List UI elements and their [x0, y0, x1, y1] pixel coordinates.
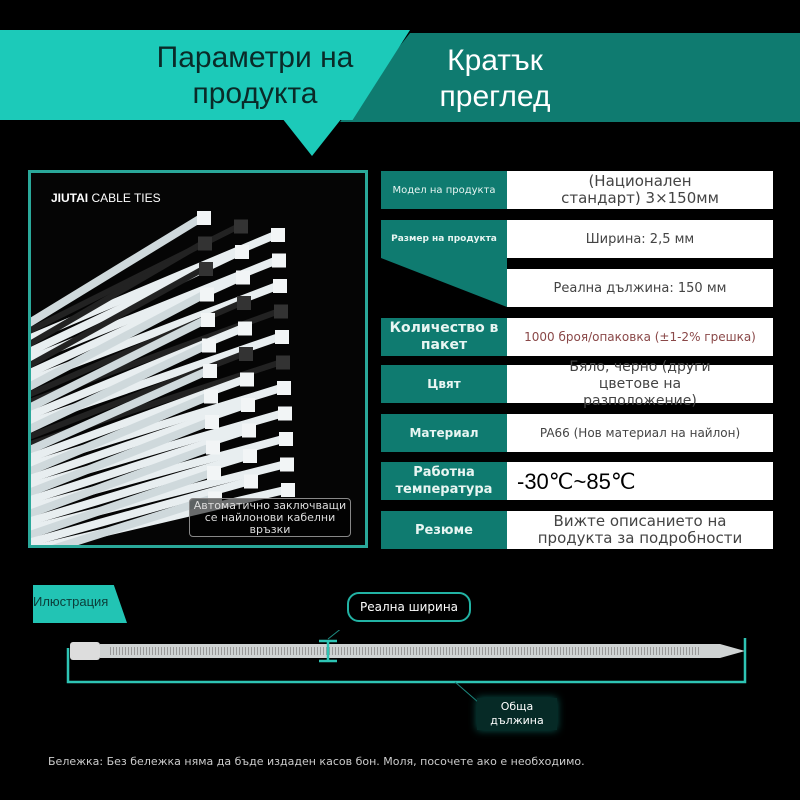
cable-tie — [51, 494, 214, 545]
cable-tie-head — [205, 415, 219, 429]
photo-caption: Автоматично заключващи се найлонови кабе… — [189, 498, 351, 537]
spec-label: Размер на продукта — [381, 220, 507, 258]
spec-row-size: Размер на продукта Ширина: 2,5 мм Реална… — [381, 220, 773, 307]
length-bracket — [66, 638, 747, 684]
cable-tie — [31, 214, 204, 327]
cable-tie-diagram — [66, 630, 747, 703]
cable-tie-head — [243, 449, 257, 463]
cable-tie-head — [237, 296, 251, 310]
cable-tie — [31, 392, 210, 476]
spec-label: Материал — [381, 414, 507, 452]
cable-tie-head — [238, 321, 252, 336]
cable-tie — [31, 443, 212, 518]
cable-tie-head — [276, 355, 290, 370]
cable-tie — [31, 418, 211, 497]
spec-value: 1000 броя/опаковка (±1-2% грешка) — [507, 318, 773, 356]
cable-tie-head — [280, 457, 294, 472]
cable-ties-image — [31, 211, 295, 545]
spec-row-temperature: Работна температура -30℃~85℃ — [381, 462, 773, 500]
width-marker — [319, 639, 337, 663]
spec-label: Модел на продукта — [381, 171, 507, 209]
tie-head — [70, 642, 100, 660]
cable-tie — [31, 266, 205, 368]
spec-value: Бяло, черно (други цветове на разположен… — [507, 359, 773, 409]
params-header-band — [0, 30, 410, 120]
spec-value-length: Реална дължина: 150 мм — [507, 269, 773, 307]
header-pointer — [282, 118, 342, 156]
cable-tie-head — [274, 304, 288, 319]
spec-label: Цвят — [381, 365, 507, 403]
label-diagonal — [381, 258, 507, 307]
cable-tie-head — [234, 219, 248, 234]
cable-tie-head — [272, 253, 286, 268]
cable-tie-head — [271, 228, 285, 242]
spec-value: Вижте описанието на продукта за подробно… — [507, 511, 773, 549]
product-photo: JIUTAI CABLE TIES Автоматично заключващи… — [28, 170, 368, 548]
cable-tie-head — [244, 474, 258, 489]
brand-subtitle: CABLE TIES — [91, 191, 161, 205]
cable-tie-head — [236, 270, 250, 285]
overview-title: Кратък преглед — [439, 44, 551, 113]
spec-label: Количество в пакет — [381, 318, 507, 356]
cable-tie-head — [241, 398, 255, 412]
spec-value-width: Ширина: 2,5 мм — [507, 220, 773, 258]
spec-value: PA66 (Нов материал на найлон) — [507, 414, 773, 452]
cable-tie-head — [277, 381, 291, 395]
cable-tie-head — [200, 287, 214, 302]
cable-tie-head — [199, 262, 213, 276]
cable-tie-head — [242, 423, 256, 438]
spec-row-color: Цвят Бяло, черно (други цветове на разпо… — [381, 359, 773, 409]
spec-row-quantity: Количество в пакет 1000 броя/опаковка (±… — [381, 318, 773, 356]
cable-tie — [31, 367, 209, 454]
cable-tie-head — [235, 245, 249, 259]
cable-tie — [31, 240, 204, 347]
length-callout: Обща дължина — [477, 698, 557, 730]
cable-tie-head — [273, 279, 287, 293]
spec-label: Работна температура — [381, 462, 507, 500]
length-callout-line — [454, 681, 479, 703]
spec-label: Резюме — [381, 511, 507, 549]
cable-tie-head — [240, 372, 254, 387]
cable-tie-head — [204, 389, 218, 404]
cable-tie-head — [279, 432, 293, 446]
cable-tie-head — [239, 347, 253, 361]
cable-tie — [31, 290, 206, 391]
spec-value: -30℃~85℃ — [507, 462, 773, 500]
cable-tie-head — [202, 338, 216, 353]
cable-tie-head — [203, 364, 217, 378]
cable-tie-head — [278, 406, 292, 421]
note-text: Бележка: Без бележка няма да бъде издаде… — [48, 755, 585, 768]
brand-name: JIUTAI — [51, 191, 89, 205]
illustration-label: Илюстрация — [33, 585, 127, 623]
cable-tie-head — [207, 466, 221, 480]
cable-tie-head — [197, 211, 211, 225]
width-callout: Реална ширина — [347, 592, 471, 622]
width-callout-line — [327, 630, 341, 640]
cable-tie-head — [198, 236, 212, 251]
spec-row-material: Материал PA66 (Нов материал на найлон) — [381, 414, 773, 452]
spec-row-summary: Резюме Вижте описанието на продукта за п… — [381, 511, 773, 549]
cable-tie — [31, 341, 208, 433]
cable-tie-head — [201, 313, 215, 327]
cable-tie-head — [281, 483, 295, 497]
spec-row-model: Модел на продукта (Национален стандарт) … — [381, 171, 773, 209]
cable-tie — [31, 316, 207, 412]
cable-tie-head — [206, 440, 220, 455]
brand-label: JIUTAI CABLE TIES — [51, 191, 161, 205]
params-title: Параметри на продукта — [156, 41, 354, 110]
spec-value: (Национален стандарт) 3×150мм — [507, 171, 773, 209]
overview-header-band — [340, 33, 800, 122]
cable-tie-head — [275, 330, 289, 344]
cable-tie — [31, 469, 213, 539]
